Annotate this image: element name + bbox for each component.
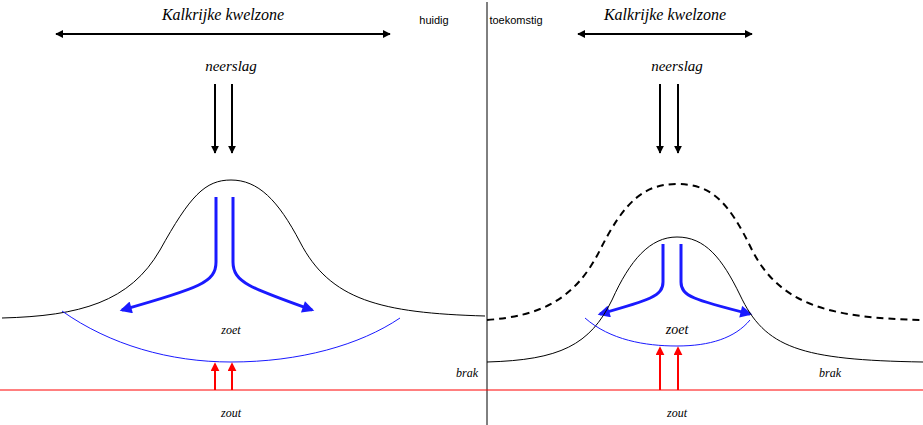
panel-label: huidig [419, 14, 448, 26]
water-label: zoet [666, 322, 689, 337]
water-label: brak [819, 367, 841, 380]
rain-arrows [215, 84, 678, 153]
fresh-lens [585, 318, 750, 346]
old-water-table [487, 184, 923, 320]
zone-label: Kalkrijke kwelzone [162, 6, 284, 24]
water-table [2, 180, 485, 318]
water-label: zout [221, 407, 241, 420]
water-label: zoet [221, 324, 240, 337]
seepage-arrows [215, 348, 678, 390]
panel-label: toekomstig [489, 14, 542, 26]
fresh-lens [62, 311, 400, 362]
water-label: zout [667, 407, 687, 420]
rain-label: neerslag [205, 58, 257, 75]
zone-arrow [56, 33, 390, 35]
flow-arrows [122, 197, 750, 314]
water-table [487, 237, 923, 362]
zone-arrow [578, 33, 752, 35]
salt-interface [0, 390, 923, 391]
rain-label: neerslag [651, 58, 703, 75]
zone-label: Kalkrijke kwelzone [604, 6, 726, 24]
water-label: brak [456, 367, 478, 380]
